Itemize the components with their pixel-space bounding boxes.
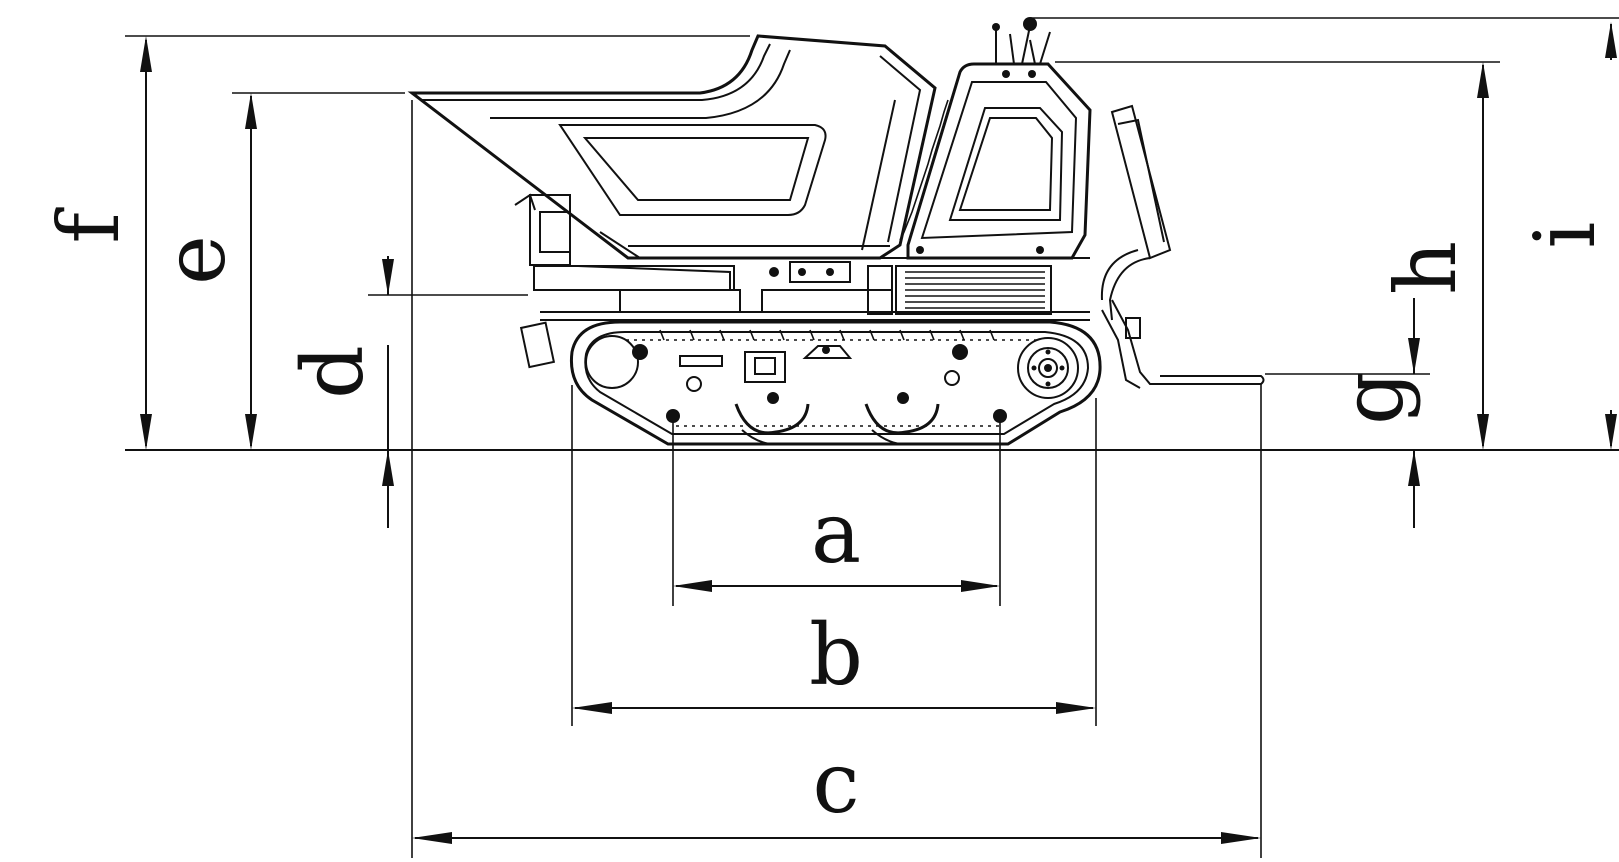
cab-housing — [899, 17, 1172, 321]
label-d: d — [284, 345, 382, 399]
label-i: i — [1516, 222, 1614, 249]
label-g: g — [1324, 371, 1422, 425]
extension-lines — [125, 17, 1619, 858]
dimension-b: b — [572, 606, 1096, 714]
chassis — [514, 193, 1090, 369]
engine-fins — [905, 271, 1045, 309]
track-assembly — [569, 320, 1102, 446]
footplate — [1101, 299, 1265, 389]
dimension-a: a — [673, 484, 1000, 592]
label-f: f — [40, 207, 138, 244]
dimension-f: f — [40, 36, 152, 450]
mini-dumper-drawing — [407, 17, 1265, 446]
label-h: h — [1377, 241, 1475, 295]
dimension-e: e — [146, 93, 257, 450]
label-b: b — [809, 606, 863, 704]
dimension-i: i — [1516, 22, 1617, 450]
dump-bucket — [407, 34, 937, 260]
dimension-h: h — [1377, 62, 1489, 450]
dimension-d: d — [284, 256, 394, 528]
dimension-c: c — [412, 734, 1261, 844]
label-c: c — [812, 734, 859, 832]
label-e: e — [146, 235, 244, 285]
label-a: a — [811, 484, 861, 582]
track-top-marks — [659, 329, 995, 341]
dimension-g: g — [1324, 298, 1422, 528]
